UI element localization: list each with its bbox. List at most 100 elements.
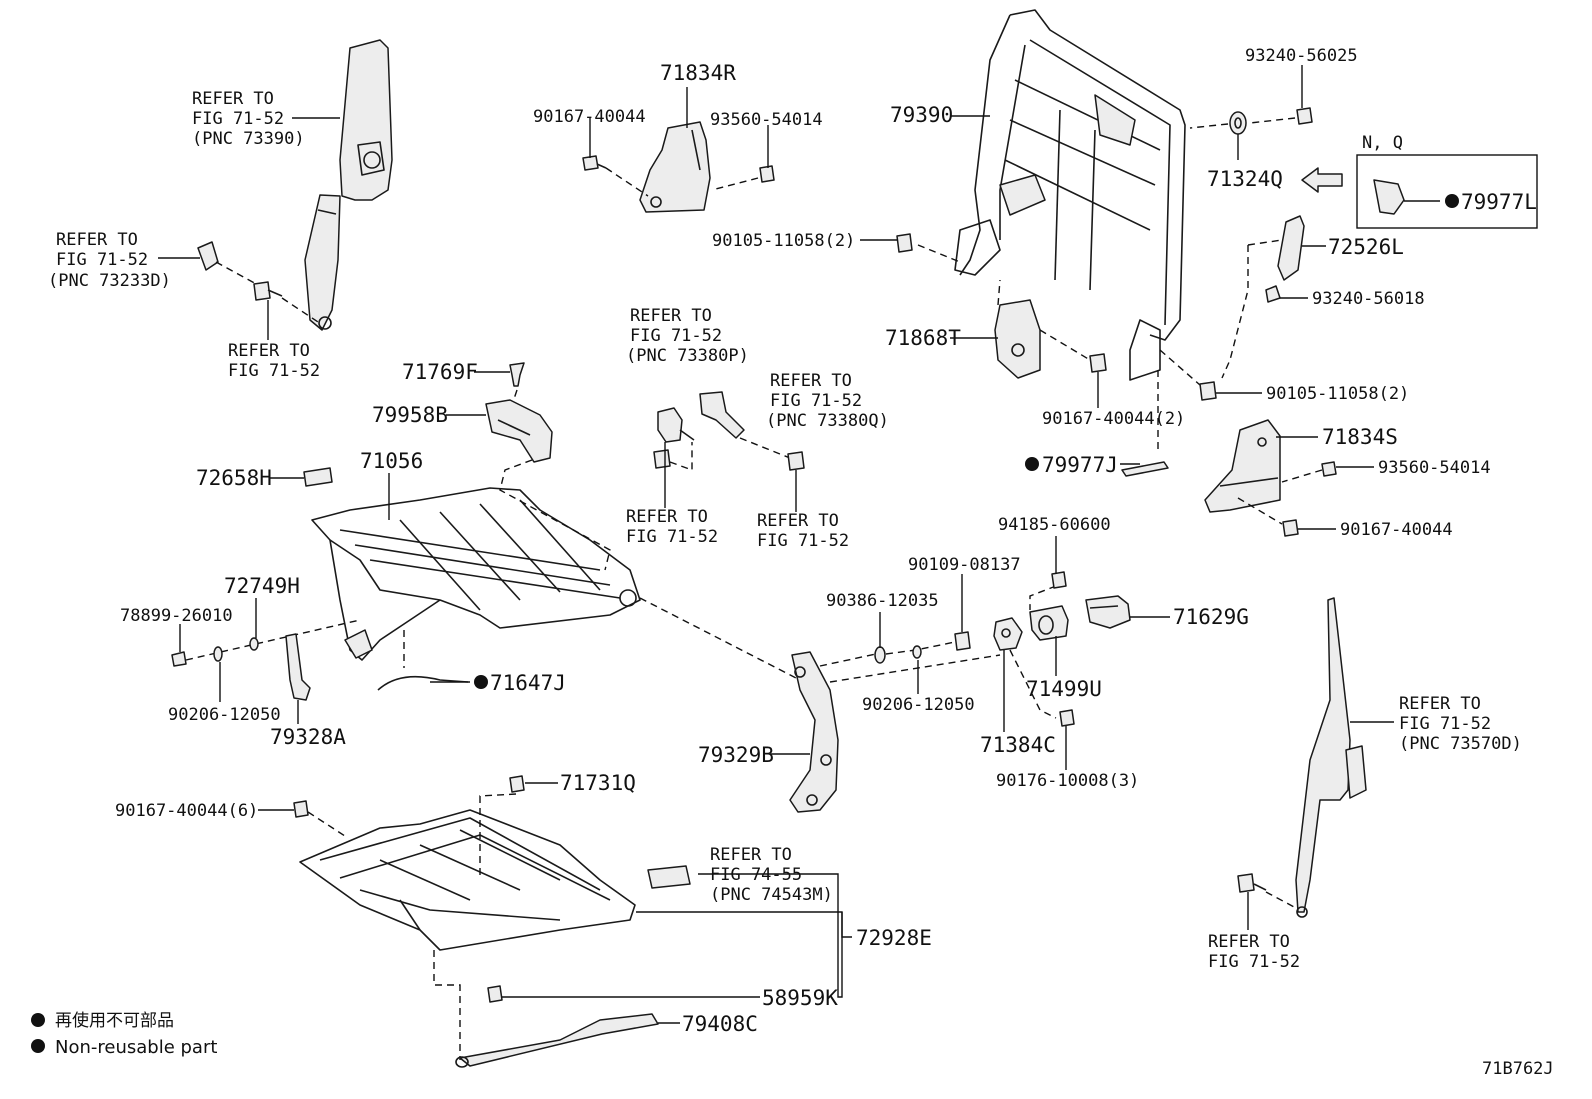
refer-buckle-bolt-l-line2: FIG 71-52 xyxy=(626,527,718,547)
cushion-frame-71056-drawing xyxy=(311,487,641,661)
refer-74543m-line2: FIG 74-55 xyxy=(710,865,802,885)
screw-93240-56018-drawing xyxy=(1265,285,1281,303)
pad-74543M-drawing xyxy=(647,865,691,889)
part-93560-54014-lower-label: 93560-54014 xyxy=(1378,458,1491,478)
screw-93560-54014-lower-drawing xyxy=(1321,461,1337,477)
bolt-90167-40044-2-drawing xyxy=(1089,353,1107,373)
refer-belt-bolt-line1: REFER TO xyxy=(228,341,310,361)
belt-anchor-cover-drawing xyxy=(197,241,219,271)
refer-belt-top-line2: FIG 71-52 xyxy=(192,109,284,129)
part-90167-40044-top-label: 90167-40044 xyxy=(533,107,646,127)
bushing-71499U-drawing xyxy=(1029,605,1069,641)
part-90206-12050-right-label: 90206-12050 xyxy=(862,695,975,715)
part-93240-56025-label: 93240-56025 xyxy=(1245,46,1358,66)
drawing-code: 71B762J xyxy=(1482,1059,1554,1079)
part-79408C-label: 79408C xyxy=(682,1012,758,1036)
nq-variant-box xyxy=(1356,154,1538,229)
bracket-79328A-drawing xyxy=(285,633,311,701)
cover-71629G-drawing xyxy=(1085,595,1131,629)
part-71769F-label: 71769F xyxy=(402,360,478,384)
refer-73570d-line2: FIG 71-52 xyxy=(1399,714,1491,734)
bracket-79329B-drawing xyxy=(789,651,839,813)
part-79328A-label: 79328A xyxy=(270,725,346,749)
refer-right-bolt-line2: FIG 71-52 xyxy=(1208,952,1300,972)
washer-90386-12035-drawing xyxy=(874,646,886,664)
belt-anchor-bolt-drawing xyxy=(253,281,283,301)
buckle-73380P-drawing xyxy=(657,407,695,443)
refer-belt-top-line1: REFER TO xyxy=(192,89,274,109)
refer-73380q-line2: FIG 71-52 xyxy=(770,391,862,411)
part-71499U-label: 71499U xyxy=(1026,677,1102,701)
part-90105-11058-upper-label: 90105-11058(2) xyxy=(712,231,855,251)
non-reusable-dot-71647J xyxy=(474,675,488,689)
refer-buckle-bolt-r-line2: FIG 71-52 xyxy=(757,531,849,551)
screw-90167-40044-lower-drawing xyxy=(1282,519,1299,537)
part-90386-12035-label: 90386-12035 xyxy=(826,591,939,611)
nut-71324Q-drawing xyxy=(1229,111,1247,135)
pad-79977J-drawing xyxy=(1121,461,1169,477)
buckle-bolt-right-drawing xyxy=(787,451,805,471)
part-79977J-label: 79977J xyxy=(1042,453,1118,477)
refer-74543m-line3: (PNC 74543M) xyxy=(710,885,833,905)
refer-73380p-line3: (PNC 73380P) xyxy=(626,346,749,366)
belt-bolt-right-drawing xyxy=(1237,873,1267,893)
washer-90206-12050-left-drawing xyxy=(213,646,223,662)
part-78899-26010-label: 78899-26010 xyxy=(120,606,233,626)
refer-73233d-line3: (PNC 73233D) xyxy=(48,271,171,291)
refer-belt-bolt-line2: FIG 71-52 xyxy=(228,361,320,381)
bolt-93240-56025-drawing xyxy=(1296,107,1313,125)
part-90105-11058-lower-label: 90105-11058(2) xyxy=(1266,384,1409,404)
clip-71731Q-drawing xyxy=(509,775,525,793)
bolt-90105-11058-upper-drawing xyxy=(896,233,913,253)
cover-71834R-drawing xyxy=(639,121,711,213)
part-90167-40044-2-label: 90167-40044(2) xyxy=(1042,409,1185,429)
arrow-left-icon xyxy=(1301,167,1343,193)
nq-box-title: N, Q xyxy=(1362,133,1403,153)
refer-buckle-bolt-r-line1: REFER TO xyxy=(757,511,839,531)
legend-dot-en xyxy=(31,1039,45,1053)
part-71834S-label: 71834S xyxy=(1322,425,1398,449)
part-71324Q-label: 71324Q xyxy=(1207,167,1283,191)
wire-71647J-drawing xyxy=(377,675,469,691)
part-71868T-label: 71868T xyxy=(885,326,961,350)
refer-buckle-bolt-l-line1: REFER TO xyxy=(626,507,708,527)
part-79958B-label: 79958B xyxy=(372,403,448,427)
seat-belt-right-drawing xyxy=(1295,597,1367,918)
refer-73233d-line2: FIG 71-52 xyxy=(56,250,148,270)
bracket-79958B-drawing xyxy=(485,399,553,463)
bolt-78899-26010-drawing xyxy=(171,651,187,667)
refer-73380p-line1: REFER TO xyxy=(630,306,712,326)
screw-93560-54014-top-drawing xyxy=(759,165,775,183)
non-reusable-dot-79977J xyxy=(1025,457,1039,471)
part-71834R-label: 71834R xyxy=(660,61,736,85)
legend-jp-text: 再使用不可部品 xyxy=(55,1010,174,1031)
part-72928E-label: 72928E xyxy=(856,926,932,950)
part-79390-label: 79390 xyxy=(890,103,953,127)
washer-90206-12050-right-drawing xyxy=(912,645,922,659)
cover-71834S-drawing xyxy=(1204,419,1281,513)
part-71647J-label: 71647J xyxy=(490,671,566,695)
legend-en-text: Non-reusable part xyxy=(55,1037,217,1058)
part-93240-56018-label: 93240-56018 xyxy=(1312,289,1425,309)
part-72658H-label: 72658H xyxy=(196,466,272,490)
washer-72749H-drawing xyxy=(249,637,259,651)
part-79977L-label: 79977L xyxy=(1461,190,1537,214)
part-71731Q-label: 71731Q xyxy=(560,771,636,795)
bolt-90109-08137-drawing xyxy=(954,631,971,651)
part-71384C-label: 71384C xyxy=(980,733,1056,757)
clip-71769F-drawing xyxy=(509,362,525,387)
refer-73233d-line1: REFER TO xyxy=(56,230,138,250)
screw-90167-40044-top-drawing xyxy=(582,155,607,171)
part-94185-60600-label: 94185-60600 xyxy=(998,515,1111,535)
bolt-90105-11058-lower-drawing xyxy=(1199,381,1217,401)
part-72749H-label: 72749H xyxy=(224,574,300,598)
seatback-frame-79390-drawing xyxy=(954,9,1186,381)
part-90109-08137-label: 90109-08137 xyxy=(908,555,1021,575)
legend-dot-jp xyxy=(31,1013,45,1027)
buckle-73380Q-drawing xyxy=(699,391,745,439)
tray-72928E-drawing xyxy=(299,809,636,951)
part-79329B-label: 79329B xyxy=(698,743,774,767)
bracket-71868T-drawing xyxy=(994,299,1041,379)
part-72526L-label: 72526L xyxy=(1328,235,1404,259)
